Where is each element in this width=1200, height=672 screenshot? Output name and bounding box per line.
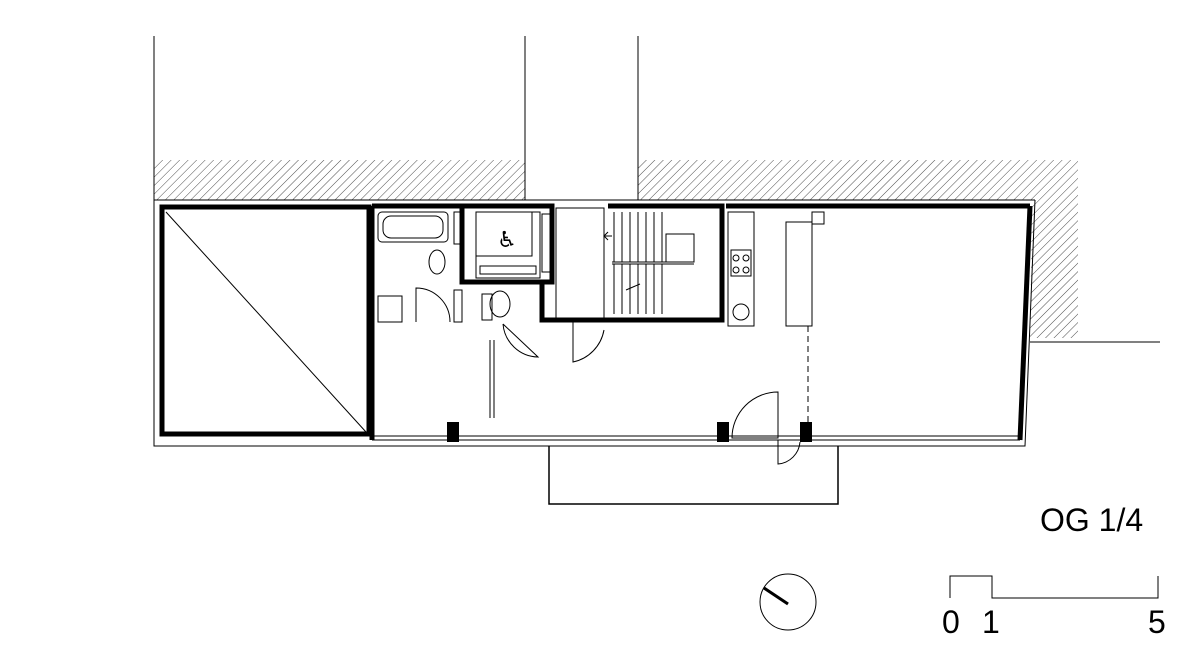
facade-piers bbox=[447, 422, 812, 442]
stair bbox=[555, 207, 695, 319]
doors bbox=[415, 287, 801, 465]
scale-tick-0: 0 bbox=[942, 604, 960, 640]
outer-outline bbox=[153, 199, 1036, 447]
facade-windows bbox=[372, 435, 1020, 441]
accessible-toilet bbox=[475, 211, 551, 279]
balcony bbox=[548, 446, 839, 505]
scale-bar bbox=[949, 575, 1159, 599]
scale-tick-1: 1 bbox=[982, 604, 1000, 640]
void-diagonal bbox=[165, 211, 367, 433]
hatched-neighbor-walls bbox=[154, 160, 1078, 338]
kitchen bbox=[727, 211, 825, 422]
wheelchair-icon: ♿ bbox=[497, 228, 517, 253]
bathroom-fixtures bbox=[377, 211, 463, 323]
wc-fixtures bbox=[481, 290, 511, 321]
floor-label: OG 1/4 bbox=[1040, 502, 1144, 538]
heavy-walls bbox=[159, 203, 1033, 441]
scale-tick-5: 5 bbox=[1148, 604, 1166, 640]
north-arrow-icon bbox=[759, 573, 817, 631]
